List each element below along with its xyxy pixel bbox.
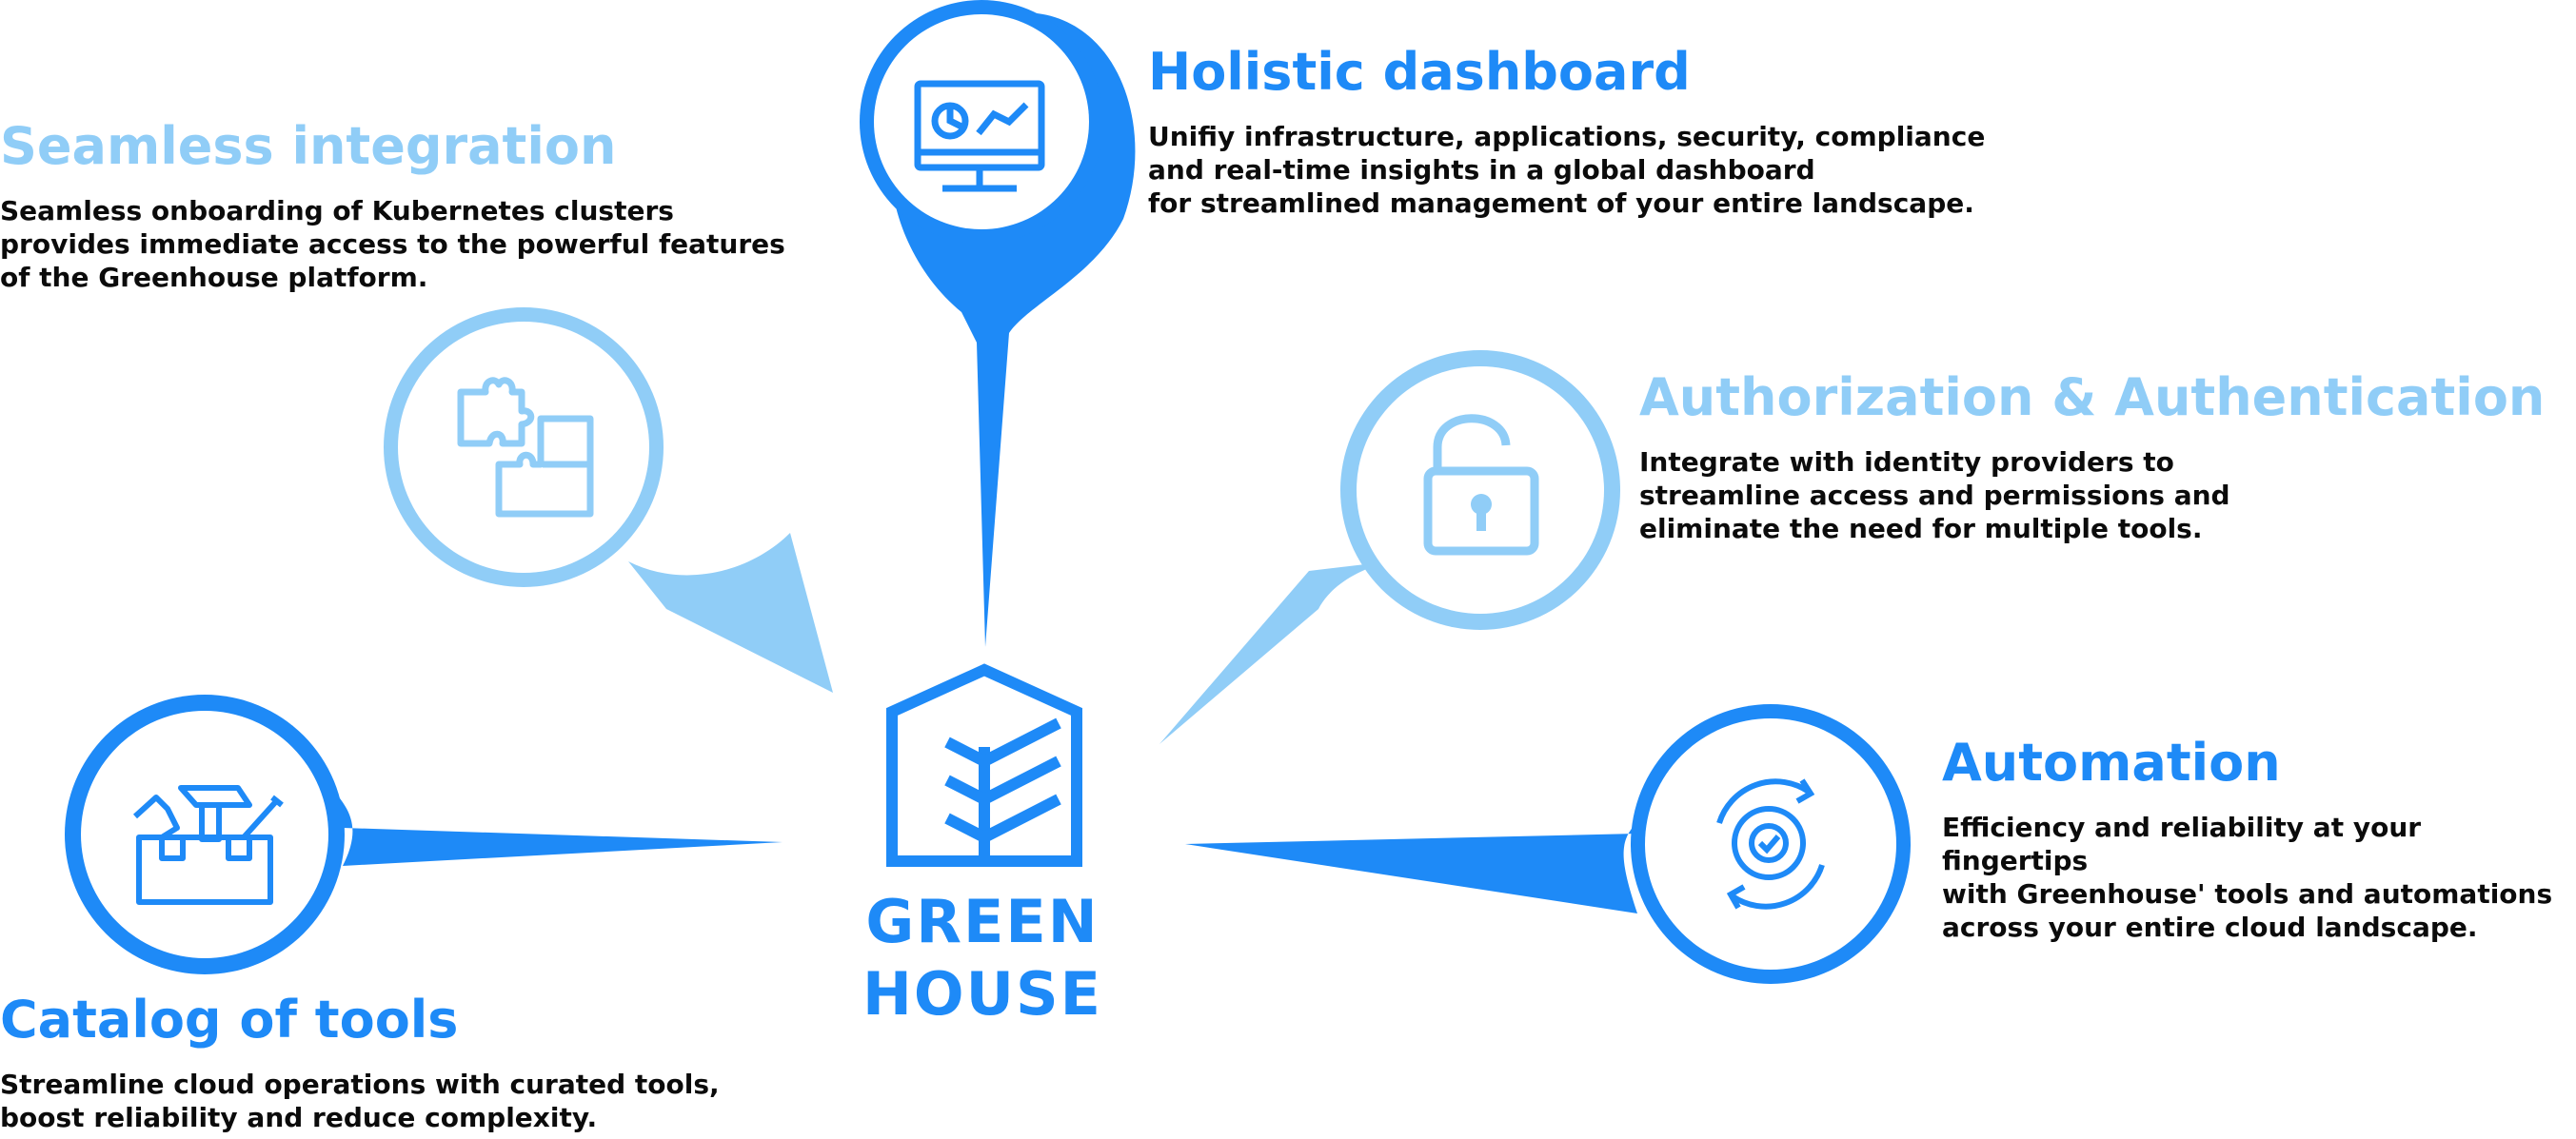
feature-automation: Automation Efficiency and reliability at… xyxy=(1942,733,2576,944)
greenhouse-logo-icon xyxy=(886,663,1082,867)
feature-title: Automation xyxy=(1942,733,2281,793)
feature-description: Unifiy infrastructure, applications, sec… xyxy=(1148,121,1986,219)
feature-holistic-dashboard: Holistic dashboard Unifiy infrastructure… xyxy=(1148,42,1985,220)
brand-line-1: GREEN xyxy=(865,887,1099,956)
unlocked-padlock-icon xyxy=(1423,414,1539,556)
feature-title: Catalog of tools xyxy=(0,990,459,1050)
feature-authorization-authentication: Authorization & Authentication Integrate… xyxy=(1639,367,2545,545)
feature-description: Efficiency and reliability at your finge… xyxy=(1942,812,2553,943)
feature-description: Streamline cloud operations with curated… xyxy=(0,1069,720,1133)
brand-line-2: HOUSE xyxy=(862,959,1102,1029)
toolbox-icon xyxy=(132,785,284,905)
feature-description: Seamless onboarding of Kubernetes cluste… xyxy=(0,195,785,293)
monitor-dashboard-icon xyxy=(914,80,1045,192)
feature-title: Authorization & Authentication xyxy=(1639,367,2546,427)
integration-pin xyxy=(384,307,833,693)
auth-pin xyxy=(1159,350,1620,744)
feature-title: Seamless integration xyxy=(0,116,617,176)
feature-seamless-integration: Seamless integration Seamless onboarding… xyxy=(0,116,785,294)
gear-check-icon xyxy=(1716,778,1825,910)
feature-description: Integrate with identity providers to str… xyxy=(1639,446,2230,544)
feature-catalog-of-tools: Catalog of tools Streamline cloud operat… xyxy=(0,990,720,1134)
dashboard-pin xyxy=(860,0,1136,648)
feature-title: Holistic dashboard xyxy=(1148,42,1691,102)
puzzle-icon xyxy=(457,377,594,518)
